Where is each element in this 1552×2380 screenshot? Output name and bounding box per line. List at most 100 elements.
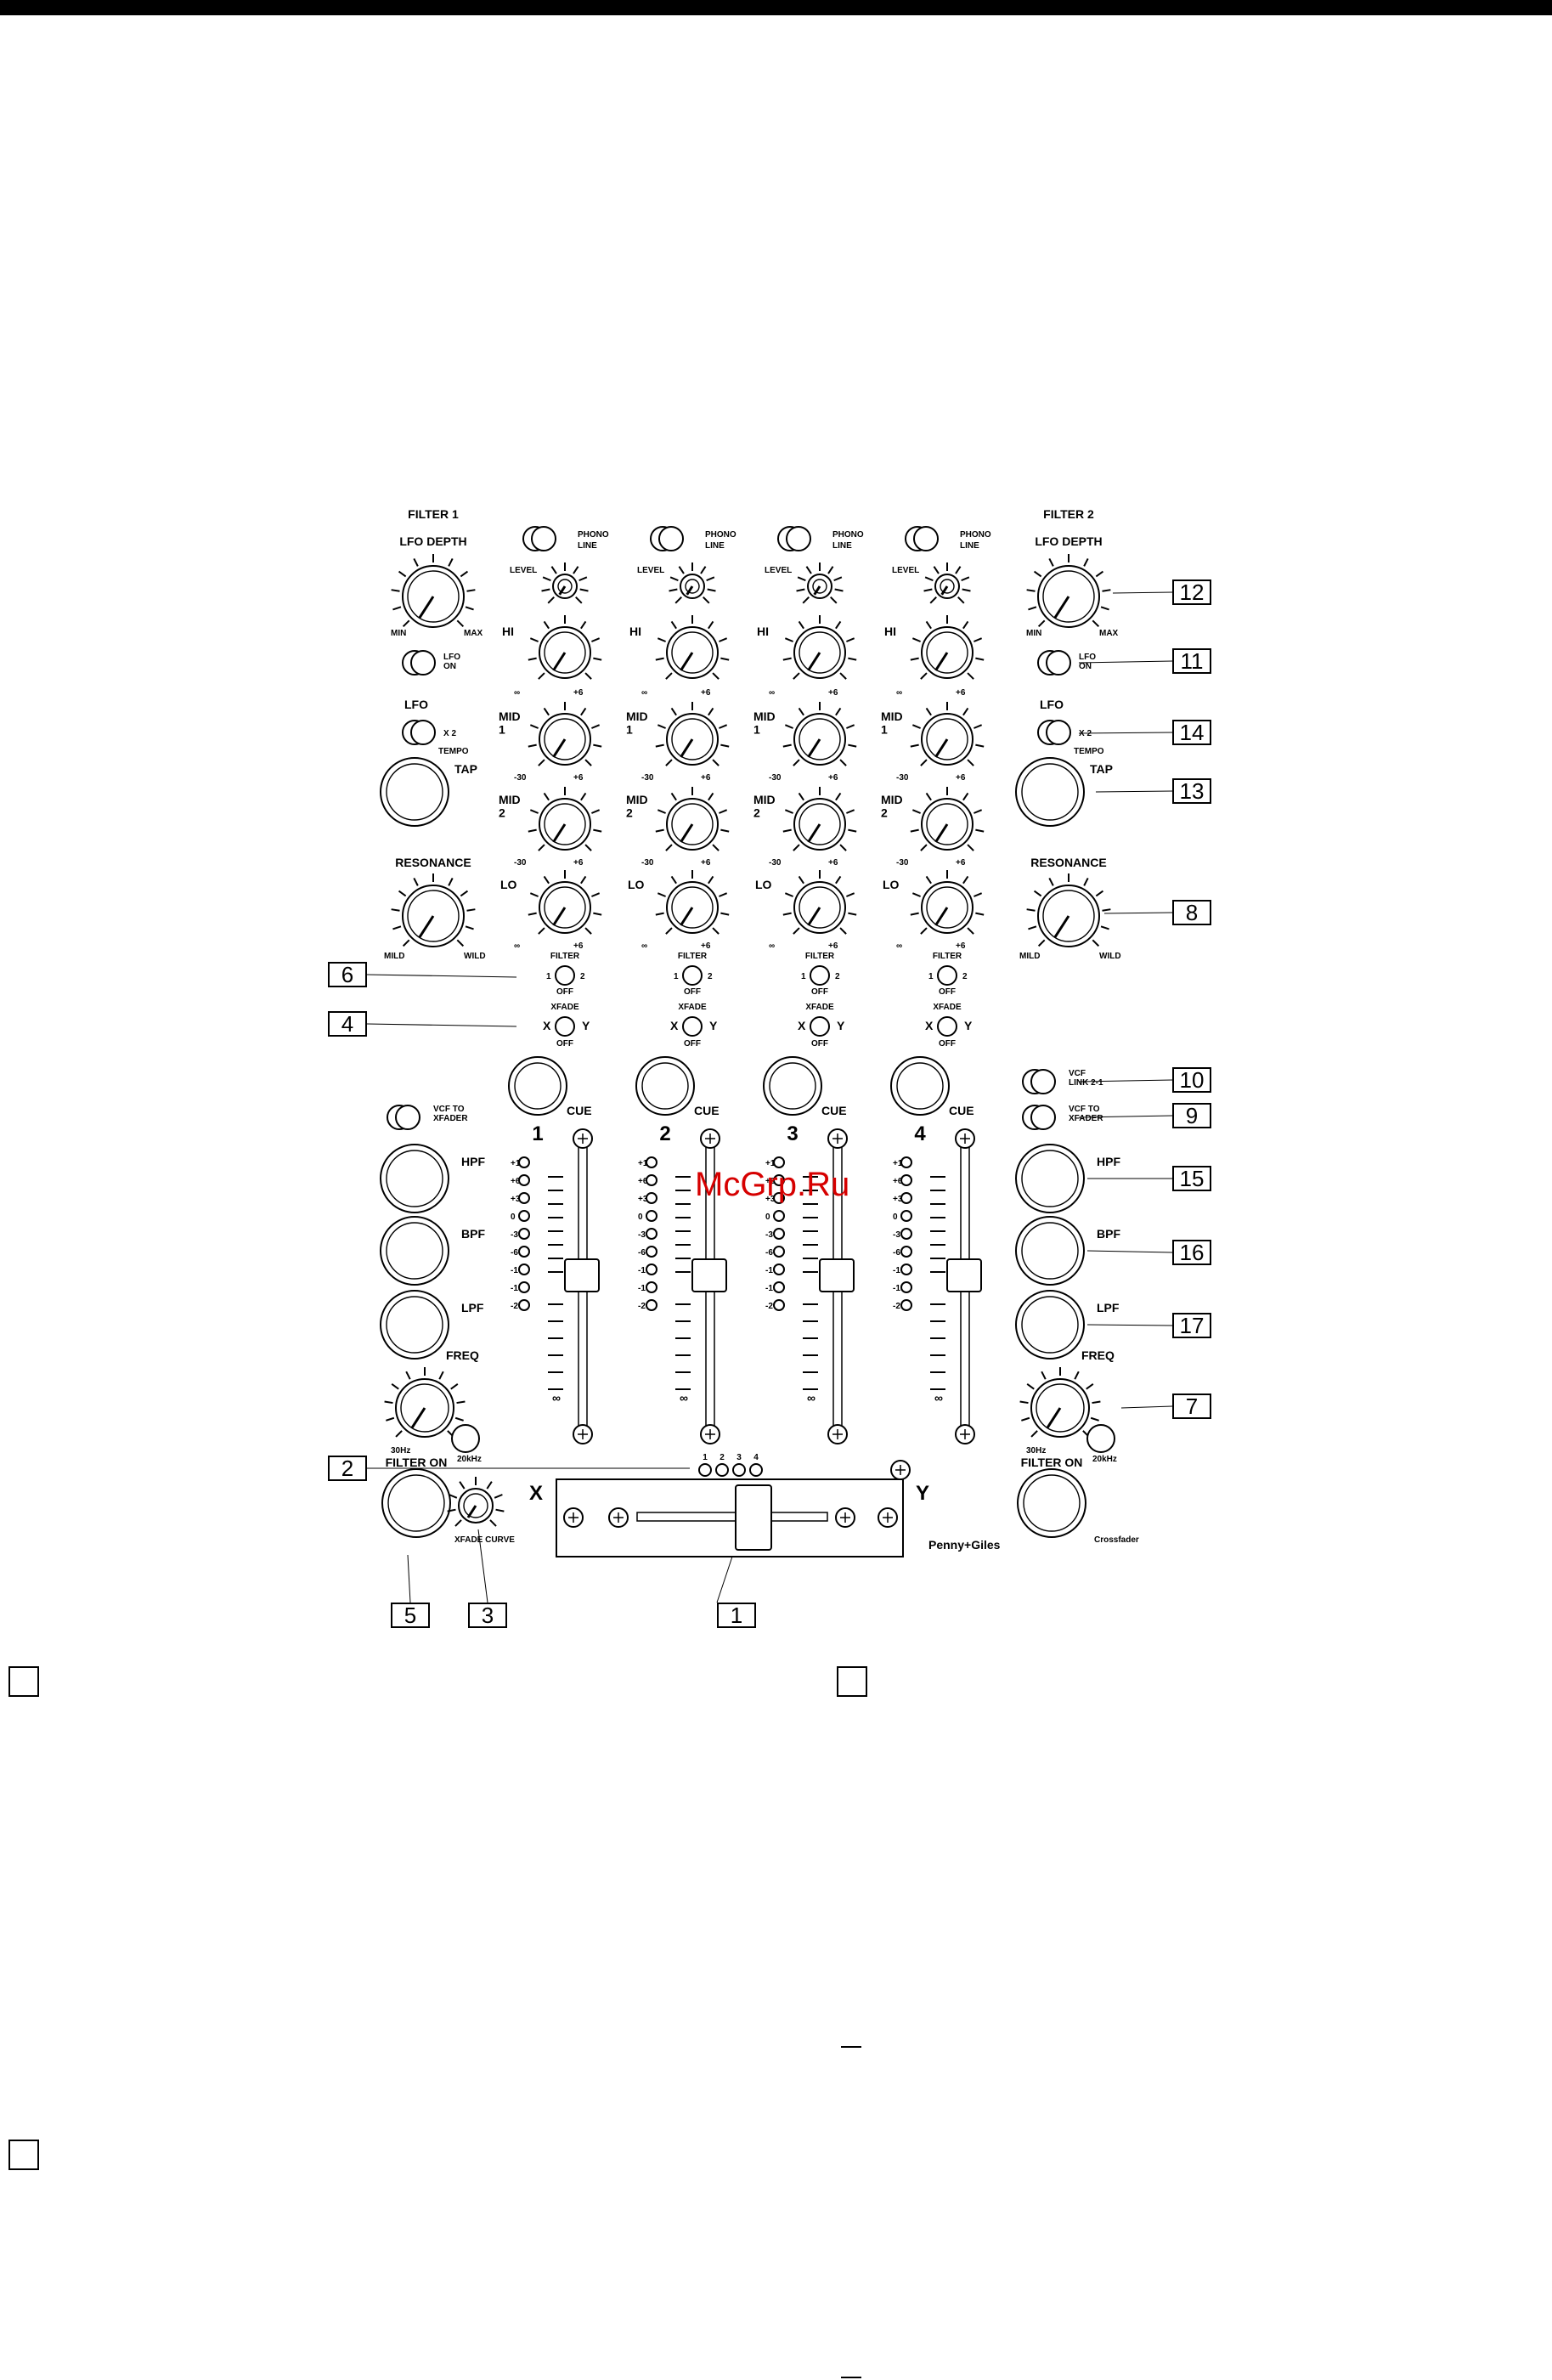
- minus30-label: -30: [641, 773, 654, 783]
- mid1-knob-tick: [528, 743, 537, 748]
- callout-leader-line: [1078, 732, 1173, 734]
- filter-2-label: 2: [835, 972, 840, 981]
- callout-leader-line: [366, 974, 517, 978]
- mid2-knob-tick: [708, 792, 714, 801]
- meter-scale-label: -20: [638, 1302, 651, 1311]
- hi-knob-tick: [529, 637, 539, 642]
- meter-scale-label: -10: [893, 1266, 906, 1275]
- mid1-knob-tick: [538, 759, 545, 766]
- hi-knob-tick: [798, 620, 804, 630]
- lfo-x2-button-led: [410, 720, 436, 745]
- meter-scale-label: -15: [765, 1284, 778, 1293]
- hi-knob-tick: [712, 672, 720, 680]
- level-knob-tick: [578, 576, 588, 582]
- meter-scale-label: -3: [638, 1230, 646, 1240]
- minus30-label: -30: [769, 773, 782, 783]
- cue-label: CUE: [567, 1104, 592, 1117]
- meter-scale-label: -15: [511, 1284, 523, 1293]
- freq-led: [1086, 1424, 1115, 1453]
- phono-label: PHONO: [578, 530, 609, 540]
- cue-button-inner: [769, 1062, 816, 1110]
- xfade-assign-switch: [555, 1016, 575, 1037]
- meter-scale-label: -20: [765, 1302, 778, 1311]
- mid2-knob-tick: [670, 792, 677, 801]
- mid1-knob-tick: [708, 707, 714, 716]
- lfo-depth-label: LFO DEPTH: [1035, 534, 1102, 548]
- hi-knob-tick: [835, 620, 842, 630]
- freq-knob-tick: [1041, 1371, 1047, 1380]
- mid2-knob-tick: [962, 792, 969, 801]
- hi-knob-tick: [846, 637, 855, 642]
- filter-label: FILTER: [550, 952, 580, 961]
- meter-scale-label: +10: [638, 1159, 652, 1168]
- level-knob-tick: [830, 596, 838, 604]
- mid1-knob-ring: [799, 718, 841, 760]
- callout-leader-line: [1078, 1079, 1173, 1083]
- lo-knob-tick: [665, 927, 673, 935]
- meter-led: [900, 1263, 912, 1275]
- crossfader-led: [749, 1463, 763, 1477]
- meter-scale-label: +6: [765, 1177, 776, 1186]
- mid2-knob-tick: [911, 809, 921, 814]
- lfo-depth-knob-ring: [407, 570, 460, 623]
- level-label: LEVEL: [765, 566, 792, 575]
- lfo-depth-knob-tick: [392, 606, 402, 611]
- plus6-label: +6: [701, 688, 711, 698]
- resonance-knob-tick: [448, 877, 454, 886]
- mid1-knob-tick: [974, 724, 983, 729]
- resonance-knob-ring: [1042, 890, 1095, 942]
- mid2-knob-tick: [925, 792, 932, 801]
- freq-led: [451, 1424, 480, 1453]
- minus30-label: -30: [896, 858, 909, 868]
- mid1-knob-tick: [967, 759, 974, 766]
- filter-select-switch: [682, 965, 703, 986]
- lfo-depth-knob-tick: [1033, 570, 1042, 578]
- lfo-on-button-led: [1046, 650, 1071, 676]
- lfo-depth-knob-tick: [1095, 570, 1104, 578]
- level-knob-tick: [542, 576, 551, 582]
- lo-knob-ring: [926, 886, 968, 929]
- mid1-knob-tick: [782, 743, 792, 748]
- lo-label: LO: [500, 878, 517, 891]
- level-knob-ring: [940, 579, 955, 594]
- off-label: OFF: [556, 987, 573, 997]
- filter-on-button-inner: [1023, 1474, 1081, 1532]
- callout-box: 4: [328, 1011, 367, 1037]
- mid2-knob-tick: [782, 828, 792, 833]
- meter-led: [900, 1228, 912, 1240]
- resonance-label: RESONANCE: [1030, 856, 1106, 869]
- meter-led: [646, 1263, 657, 1275]
- lo-knob-tick: [528, 912, 537, 916]
- page-checkbox: [8, 1666, 39, 1697]
- freq-knob-pointer: [1046, 1407, 1062, 1429]
- lfo-depth-knob-tick: [1100, 606, 1109, 611]
- level-knob-ring: [812, 579, 827, 594]
- meter-scale-label: +10: [765, 1159, 780, 1168]
- mid1-knob-tick: [712, 759, 720, 766]
- hi-knob-tick: [720, 657, 730, 661]
- lo-knob-tick: [543, 875, 550, 885]
- filter-on-button: [381, 1468, 451, 1538]
- hi-label: HI: [757, 625, 769, 638]
- cue-button: [890, 1056, 950, 1116]
- lo-knob-tick: [657, 892, 666, 897]
- off-label: OFF: [811, 987, 828, 997]
- lo-knob-tick: [967, 927, 974, 935]
- wild-label: WILD: [464, 952, 486, 961]
- mid1-knob-tick: [920, 759, 928, 766]
- hi-knob-tick: [538, 672, 545, 680]
- level-knob-tick: [573, 566, 579, 574]
- meter-scale-label: -3: [893, 1230, 900, 1240]
- mid2-knob-tick: [974, 809, 983, 814]
- channel-number: 2: [659, 1122, 670, 1145]
- callout-leader-line: [1086, 1250, 1173, 1253]
- plus6-label: +6: [701, 858, 711, 868]
- freq-knob-tick: [386, 1416, 395, 1422]
- mid2-knob-tick: [655, 828, 664, 833]
- meter-led: [646, 1281, 657, 1293]
